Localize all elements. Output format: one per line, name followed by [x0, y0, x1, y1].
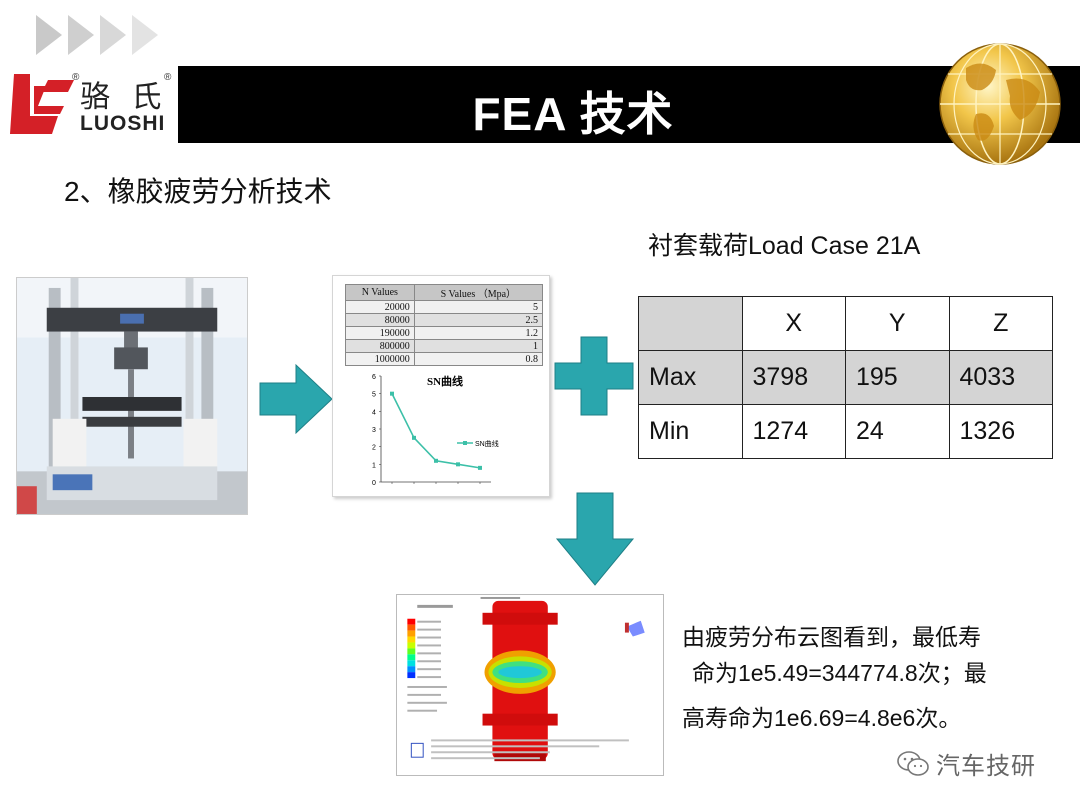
y-tick-label: 4	[372, 409, 376, 416]
data-point	[412, 435, 416, 440]
logo-mark-icon	[10, 74, 74, 134]
sn-header-s: S Values （Mpa）	[413, 284, 544, 301]
column-header-y: Y	[845, 296, 950, 351]
fea-contour-image	[396, 594, 664, 776]
data-point	[390, 391, 394, 396]
row-label: Max	[638, 350, 743, 405]
logo-english-text: LUOSHI	[80, 112, 166, 135]
contour-legend	[407, 604, 453, 712]
table-cell: 1326	[948, 404, 1053, 459]
load-case-table: X Y Z Max 3798 195 4033 Min 1274 24 1326	[638, 296, 1053, 459]
series-line	[391, 393, 481, 469]
table-cell: 24	[845, 404, 950, 459]
chart-title: SN曲线	[427, 374, 463, 388]
table-cell: 1274	[741, 404, 846, 459]
sn-cell: 190000	[345, 326, 415, 340]
chevron-right-icon	[68, 15, 94, 55]
right-arrow-icon	[259, 363, 333, 435]
globe-icon	[939, 43, 1061, 165]
data-point	[434, 458, 438, 463]
watermark-text: 汽车技研	[936, 753, 1036, 780]
data-point	[478, 465, 482, 470]
y-tick-label: 2	[372, 445, 376, 452]
sn-cell: 80000	[345, 313, 415, 327]
plus-icon	[554, 336, 634, 416]
table-cell: 195	[845, 350, 950, 405]
sn-cell: 0.8	[413, 352, 544, 366]
table-row-max: Max 3798 195 4033	[638, 350, 1053, 405]
sn-cell: 800000	[345, 339, 415, 353]
down-arrow-icon	[555, 492, 635, 586]
logo-chinese-text: 骆 氏	[80, 80, 168, 115]
registered-mark: ®	[164, 72, 172, 83]
sn-table: N Values S Values （Mpa） 20000 5 80000 2.…	[345, 284, 544, 366]
table-row: 20000 5	[345, 300, 544, 314]
y-tick-label: 5	[372, 392, 376, 399]
legend-label: SN曲线	[475, 439, 499, 448]
axis-triad-icon	[626, 620, 645, 637]
legend-marker	[463, 441, 467, 445]
analysis-description: 由疲劳分布云图看到，最低寿 命为1e5.49=344774.8次；最 高寿命为1…	[682, 620, 1052, 737]
registered-mark: ®	[72, 72, 80, 83]
table-cell: 4033	[948, 350, 1053, 405]
sn-cell: 1	[413, 339, 544, 353]
sn-cell: 20000	[345, 300, 415, 314]
chevron-right-icon	[36, 15, 62, 55]
y-tick-label: 1	[372, 462, 376, 469]
data-point	[456, 462, 460, 467]
title-bar: FEA 技术	[178, 66, 1080, 143]
table-row: 800000 1	[345, 339, 544, 353]
sn-data-panel: N Values S Values （Mpa） 20000 5 80000 2.…	[332, 275, 550, 497]
chevron-right-icon	[132, 15, 158, 55]
slide-title: FEA 技术	[472, 88, 674, 140]
column-header-x: X	[741, 296, 846, 351]
luoshi-logo: 骆 氏 ® ® LUOSHI	[8, 72, 173, 140]
table-row: 1000000 0.8	[345, 352, 544, 366]
sn-header-n: N Values	[345, 284, 415, 301]
y-tick-label: 6	[372, 374, 376, 381]
watermark: 汽车技研	[896, 746, 1036, 781]
table-row: 190000 1.2	[345, 326, 544, 340]
y-tick-label: 0	[372, 480, 376, 487]
row-label: Min	[638, 404, 743, 459]
sn-cell: 5	[413, 300, 544, 314]
sn-curve-chart: SN曲线 0 1 2 3 4 5 6 SN曲线	[372, 374, 499, 487]
wechat-icon	[897, 750, 929, 776]
y-tick-label: 3	[372, 427, 376, 434]
section-subtitle: 2、橡胶疲劳分析技术	[64, 176, 332, 207]
sn-cell: 2.5	[413, 313, 544, 327]
chevron-right-icon	[100, 15, 126, 55]
description-line-2: 命为1e5.49=344774.8次；最	[692, 659, 987, 686]
description-line-3: 高寿命为1e6.69=4.8e6次。	[682, 705, 962, 732]
table-cell: 3798	[741, 350, 846, 405]
sn-cell: 1000000	[345, 352, 415, 366]
load-case-title: 衬套载荷Load Case 21A	[648, 232, 921, 260]
rubber-bushing-model	[482, 600, 558, 762]
test-machine-photo	[16, 277, 248, 515]
decorative-chevrons	[36, 15, 158, 55]
table-row-min: Min 1274 24 1326	[638, 404, 1053, 459]
table-corner-cell	[638, 296, 743, 351]
column-header-z: Z	[948, 296, 1053, 351]
table-row: 80000 2.5	[345, 313, 544, 327]
description-line-1: 由疲劳分布云图看到，最低寿	[682, 624, 981, 650]
sn-cell: 1.2	[413, 326, 544, 340]
